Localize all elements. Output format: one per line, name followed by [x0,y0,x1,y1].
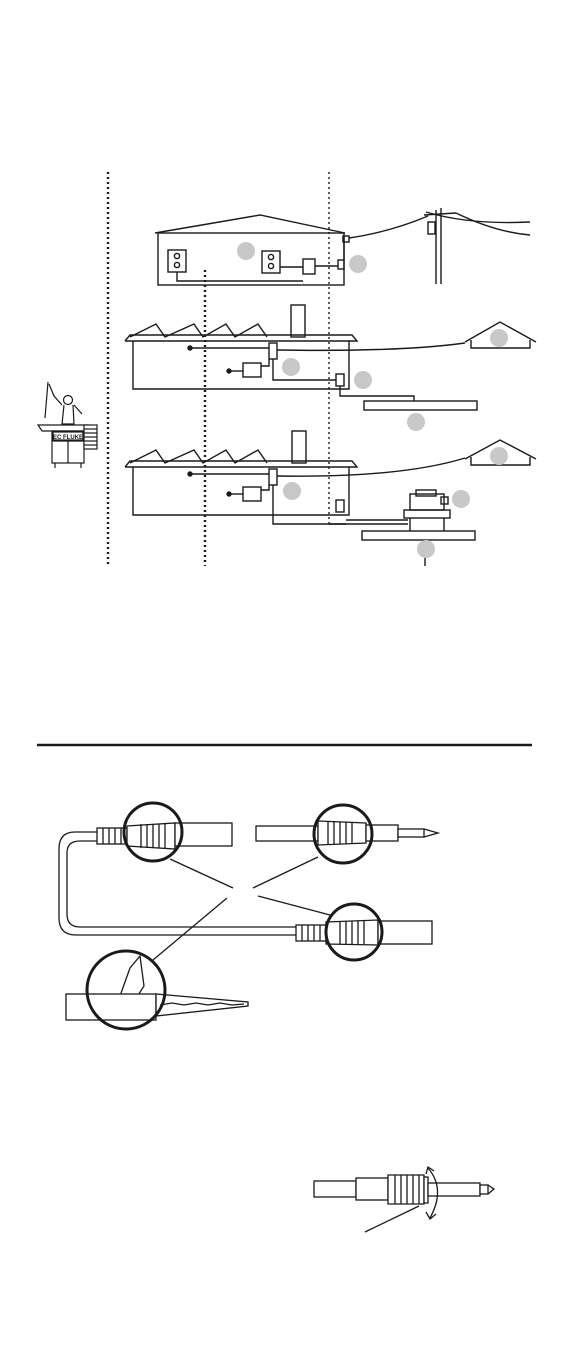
factory-with-distribution [125,305,536,410]
ground-slab [362,531,475,540]
callout-leader [253,857,318,888]
location-marker [407,413,425,431]
leader-line [365,1206,419,1232]
technician-body [62,405,74,424]
house-roof [155,215,345,233]
load-feed [261,359,269,366]
callout-leader [153,898,227,960]
probe-lead [45,382,48,418]
load-feed [261,485,269,490]
probe-body [356,1178,388,1200]
location-marker [349,255,367,273]
outlet-right-hole [268,263,273,268]
load-box [243,363,261,377]
test-leads-diagram [59,803,438,1029]
utility-pole [424,208,530,284]
main-disconnect [336,500,344,512]
load-junction [227,492,231,496]
location-marker [237,242,255,260]
probe-body [314,1181,356,1197]
location-marker [490,447,508,465]
callout-leader [170,859,233,888]
factory-roof-line [125,461,357,467]
chimney [292,431,306,463]
outlet-left-hole [174,262,179,267]
technician-arm [74,405,82,414]
service-drop-wire [349,216,428,238]
probe-shaft [428,1183,480,1196]
outlet-wiring [177,272,303,281]
factory-with-transformer [125,431,536,566]
probe-tip-shroud [256,821,438,845]
location-marker [490,329,508,347]
factory-roof-line [125,335,357,341]
meter-end-plug [296,920,432,945]
location-marker [417,540,435,558]
ground-slab [364,401,477,410]
distribution-panel [269,469,277,485]
probe-detail [314,1167,494,1232]
location-marker [282,358,300,376]
probe-tip [480,1185,488,1194]
banana-plug-shroud [97,823,232,849]
test-lead-cable [67,841,300,927]
probe-tip [488,1185,494,1194]
house-with-outlets [155,208,530,285]
transformer [404,490,450,531]
location-marker [283,482,301,500]
outlet-left-hole [174,253,179,258]
location-markers [237,242,508,558]
underground-feed [340,386,414,401]
location-marker [452,490,470,508]
outlet-right-hole [268,254,273,259]
technician-head [64,396,73,405]
service-meter [338,260,344,269]
sub-panel [303,259,315,274]
technician-figure: EC FLUKE [38,382,97,468]
main-disconnect [336,374,344,386]
distribution-panel [269,343,277,359]
load-junction [227,369,231,373]
power-line [456,213,530,235]
cabinet-label: EC FLUKE [53,435,83,441]
pole-transformer [428,222,435,234]
chimney [291,305,305,337]
load-box [243,487,261,501]
outbuilding-wire [277,343,465,350]
location-marker [354,371,372,389]
callout-leader [258,896,330,915]
cabinet-top [38,425,88,431]
technician-arm [49,384,62,405]
